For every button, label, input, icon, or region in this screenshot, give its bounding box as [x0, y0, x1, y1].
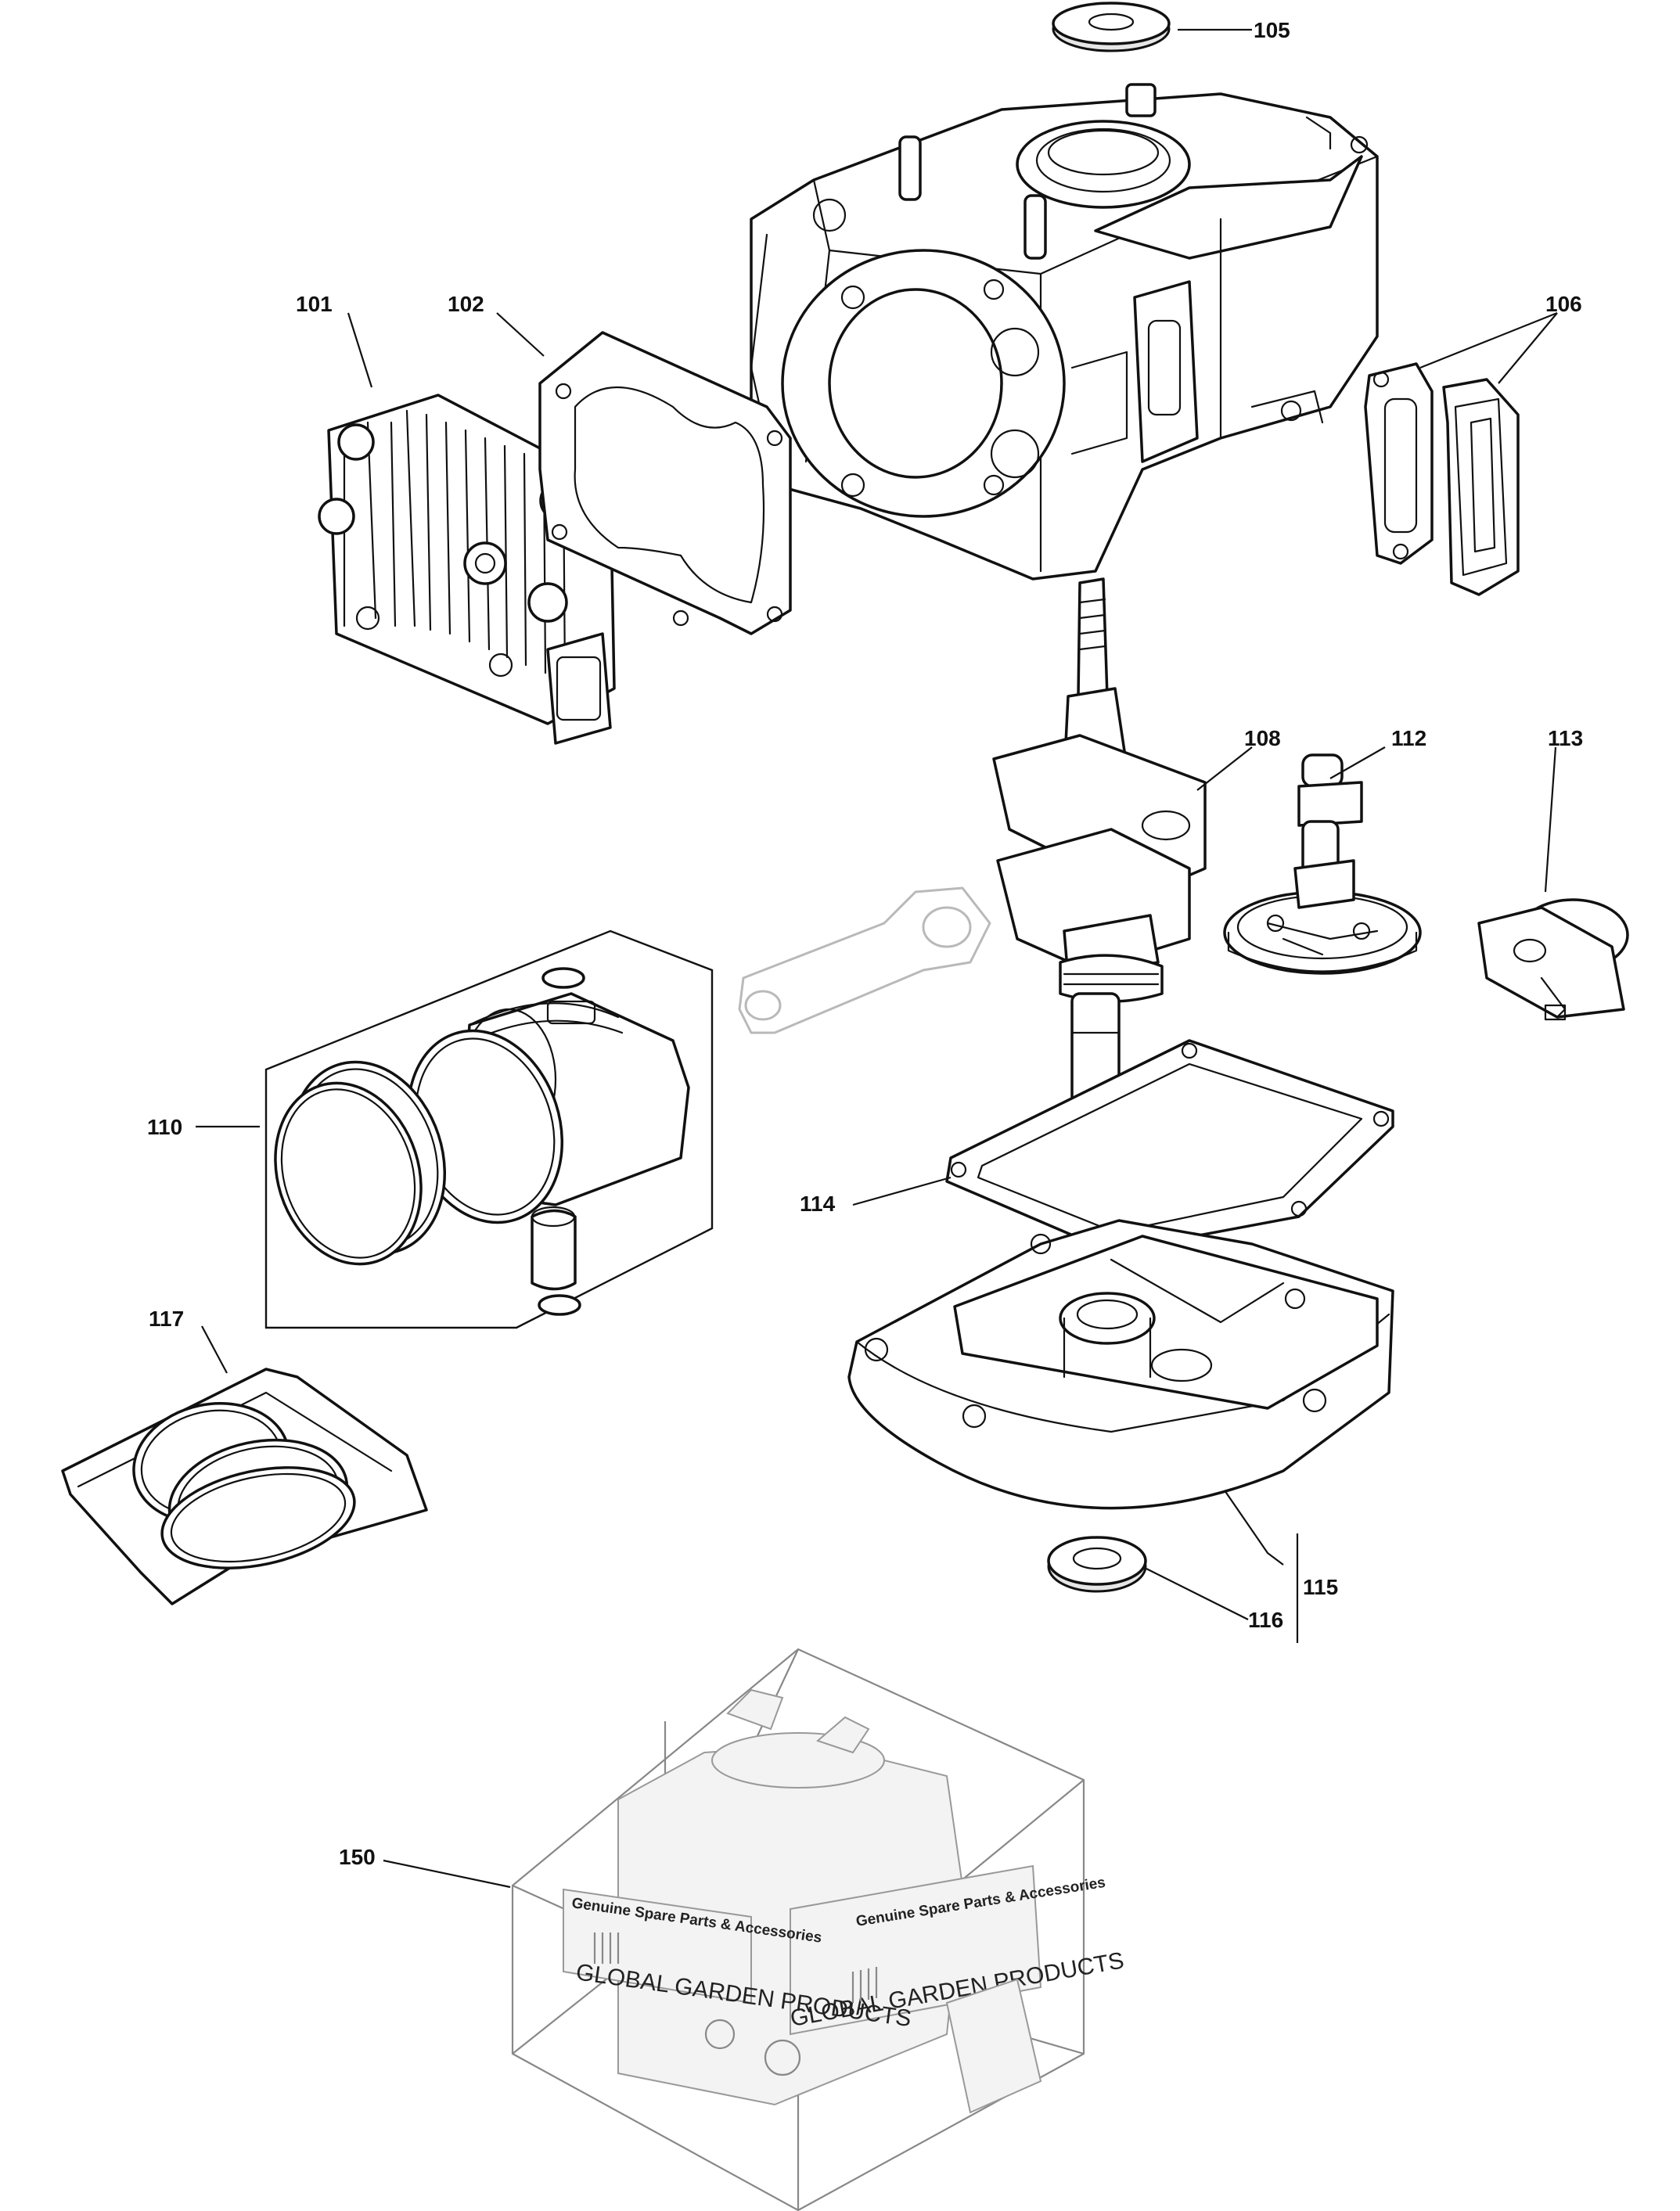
callout-116: 116 — [1248, 1608, 1283, 1632]
part-102-head-gasket — [538, 331, 792, 635]
leader-102 — [496, 312, 545, 357]
part-114-base-gasket — [945, 1039, 1394, 1253]
leader-113 — [1544, 746, 1557, 893]
callout-106: 106 — [1545, 292, 1582, 316]
callout-150: 150 — [339, 1845, 376, 1869]
part-106-valve-cover — [1442, 378, 1520, 596]
part-117-piston-ring-set — [61, 1368, 428, 1605]
callout-101: 101 — [296, 292, 333, 316]
callout-110: 110 — [147, 1115, 182, 1139]
part-110-piston-kit — [264, 929, 714, 1329]
callout-112: 112 — [1391, 726, 1426, 750]
leader-108 — [1196, 746, 1253, 791]
leader-114 — [852, 1176, 952, 1206]
part-105-oil-seal — [1052, 2, 1171, 52]
leader-116 — [1146, 1568, 1249, 1620]
part-112-camshaft — [1223, 753, 1422, 975]
callout-114: 114 — [800, 1192, 836, 1216]
callout-117: 117 — [149, 1307, 184, 1331]
part-116-oil-seal — [1047, 1536, 1147, 1593]
leader-150 — [383, 1859, 511, 1889]
callout-102: 102 — [448, 292, 484, 316]
part-115-crankcase-cover — [847, 1219, 1394, 1510]
connecting-rod — [738, 886, 991, 1034]
callout-113: 113 — [1548, 726, 1583, 750]
callout-115: 115 — [1303, 1575, 1338, 1599]
callout-108: 108 — [1244, 726, 1281, 750]
leader-112 — [1329, 746, 1386, 779]
part-113-governor — [1477, 898, 1629, 1021]
leader-117 — [201, 1325, 228, 1374]
part-106-valve-cover-gasket — [1364, 362, 1434, 565]
leader-106a — [1419, 311, 1558, 369]
part-150-engine-package: Genuine Spare Parts & Accessories Genuin… — [511, 1648, 1126, 2211]
leader-101 — [347, 312, 373, 388]
callout-105: 105 — [1254, 18, 1290, 42]
crankcase-block — [750, 83, 1379, 581]
leader-106b — [1498, 312, 1558, 384]
part-108-crankshaft — [992, 577, 1207, 1136]
leader-115 — [1224, 1490, 1284, 1566]
